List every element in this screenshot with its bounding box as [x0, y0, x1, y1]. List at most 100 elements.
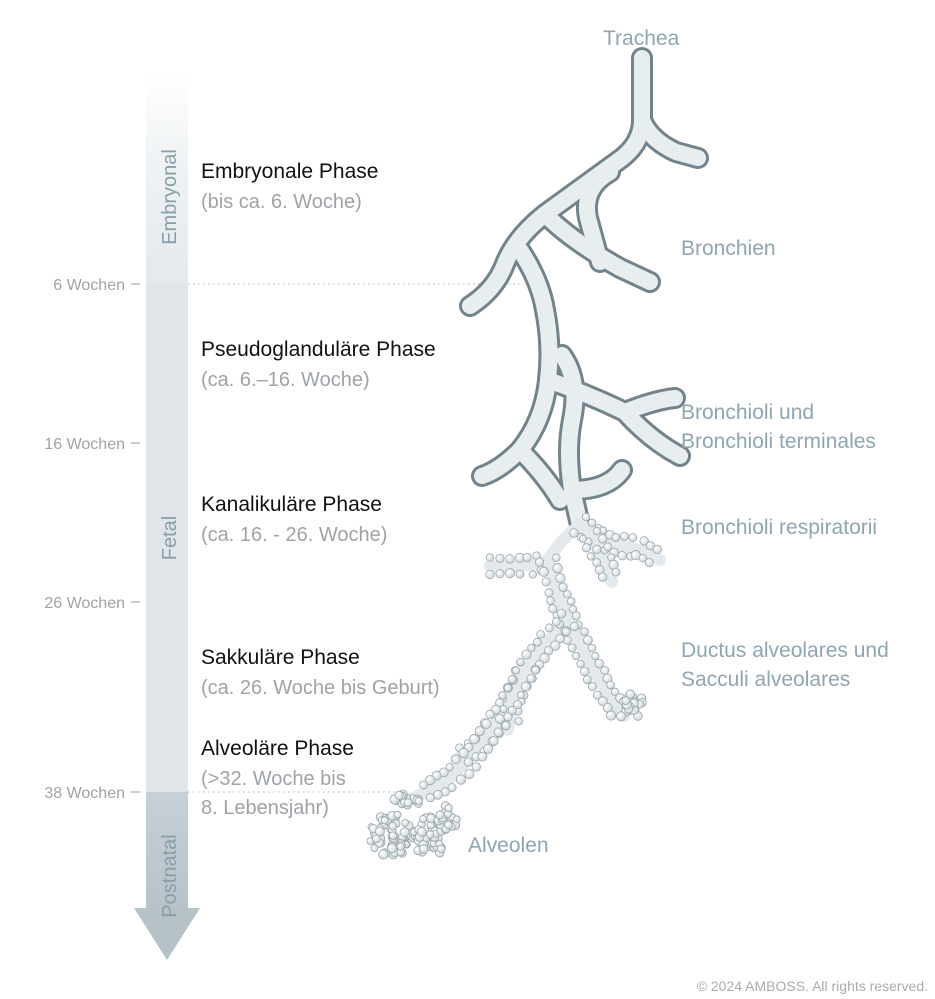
- alveolus-bubble: [625, 689, 636, 699]
- alveolus-bubble: [567, 643, 577, 653]
- phase-subtitle: 8. Lebensjahr): [201, 797, 329, 819]
- alveolus-bubble: [550, 640, 561, 651]
- alveolus-sac: [388, 831, 398, 840]
- embryonal-band: [146, 72, 188, 284]
- alveolus-sac: [419, 815, 428, 824]
- airway-tree: [404, 47, 709, 806]
- airway-fill: [462, 50, 706, 533]
- alveolus-bubble: [617, 550, 627, 561]
- phase-subtitle: (ca. 16. - 26. Woche): [201, 524, 387, 546]
- alveolus-bubble: [552, 563, 563, 574]
- alveolus-bubble: [464, 769, 475, 779]
- era-label-fetal: Fetal: [159, 516, 181, 560]
- alveolus-bubble: [498, 691, 507, 700]
- alveolus-bubble: [503, 683, 513, 693]
- alveolus-bubble: [544, 588, 554, 598]
- alveolus-sac: [372, 834, 381, 844]
- alveolus-bubble: [495, 553, 505, 563]
- alveolus-bubble: [592, 544, 602, 555]
- alveolus-bubble: [598, 572, 608, 582]
- era-label-postnatal: Postnatal: [159, 834, 181, 917]
- alveolus-bubble: [592, 527, 602, 536]
- alveolus-sac: [396, 842, 405, 851]
- copyright-notice: © 2024 AMBOSS. All rights reserved.: [697, 978, 928, 994]
- alveolus-bubble: [419, 780, 429, 790]
- alveolus-bubble: [555, 572, 566, 584]
- postnatal-band: [146, 792, 188, 910]
- alveolus-sac: [386, 843, 397, 854]
- alveolus-bubble: [605, 710, 617, 721]
- alveolus-bubble: [587, 681, 598, 692]
- alveolus-bubble: [611, 533, 621, 542]
- alveolus-bubble: [600, 665, 610, 675]
- alveolus-sac: [437, 844, 446, 854]
- alveolus-bubble: [526, 674, 536, 683]
- tick-label-6: 6 Wochen: [53, 277, 125, 294]
- alveolus-bubble: [505, 554, 515, 564]
- timeline-arrow: [134, 72, 200, 960]
- alveolus-bubble: [514, 717, 523, 726]
- alveolus-bubble: [447, 783, 457, 793]
- phase-subtitle: (bis ca. 6. Woche): [201, 191, 362, 213]
- alveolus-bubble: [528, 570, 537, 579]
- alveolus-bubble: [445, 763, 454, 772]
- alveolus-sac: [453, 815, 461, 823]
- alveolus-bubble: [580, 627, 589, 636]
- timeline-arrowhead: [134, 908, 200, 960]
- alveolus-bubble: [546, 596, 555, 606]
- alveolus-sac: [370, 844, 379, 853]
- alveolus-bubble: [469, 734, 480, 745]
- alveolus-sac: [401, 819, 410, 827]
- alveolus-bubble: [520, 681, 531, 692]
- structure-label: Ductus alveolares und: [681, 639, 889, 662]
- alveolus-bubble: [639, 536, 649, 546]
- alveolus-sac: [388, 821, 397, 831]
- alveolus-bubble: [463, 757, 474, 767]
- alveolus-sac: [380, 816, 389, 825]
- alveolus-bubble: [477, 751, 488, 762]
- structure-label: Sacculi alveolares: [681, 668, 850, 691]
- structure-respiratorii: Bronchioli respiratorii: [681, 516, 877, 539]
- phase-title: Kanalikuläre Phase: [201, 493, 382, 516]
- alveolus-bubble: [425, 775, 436, 786]
- tick-label-26: 26 Wochen: [44, 595, 125, 612]
- tick-label-38: 38 Wochen: [44, 785, 125, 802]
- alveolus-bubble: [638, 554, 648, 563]
- alveolus-bubble: [425, 793, 435, 803]
- alveolus-bubble: [606, 680, 615, 690]
- alveolus-bubble: [471, 762, 481, 772]
- tick-label-16: 16 Wochen: [44, 436, 125, 453]
- alveolus-sac: [444, 804, 453, 813]
- alveolus-bubble: [531, 665, 540, 675]
- structure-bronchioli: Bronchioli und Bronchioli terminales: [681, 401, 876, 453]
- alveolus-bubble: [563, 589, 572, 599]
- alveolus-bubble: [513, 700, 523, 710]
- alveolus-bubble: [539, 652, 550, 664]
- alveolus-bubble: [511, 666, 521, 675]
- structure-bronchien: Bronchien: [681, 237, 776, 260]
- structure-alveolen: Alveolen: [468, 834, 549, 857]
- structure-label: Trachea: [603, 27, 680, 50]
- phase-title: Embryonale Phase: [201, 160, 378, 183]
- alveolus-bubble: [620, 531, 629, 541]
- structure-label: Bronchioli respiratorii: [681, 516, 877, 539]
- alveolus-bubble: [521, 649, 532, 660]
- alveolus-bubble: [538, 566, 549, 577]
- alveolus-sac: [425, 830, 435, 839]
- phase-saccular: Sakkuläre Phase (ca. 26. Woche bis Gebur…: [201, 646, 440, 699]
- alveolus-bubble: [569, 528, 579, 538]
- phase-subtitle: (>32. Woche bis: [201, 768, 346, 790]
- alveolus-bubble: [652, 544, 662, 555]
- alveolus-bubble: [451, 754, 461, 765]
- alveolus-bubble: [592, 690, 602, 700]
- alveolus-bubble: [485, 569, 495, 580]
- alveolus-bubble: [495, 569, 505, 579]
- alveolus-bubble: [561, 627, 571, 637]
- alveolus-bubble: [582, 635, 593, 646]
- alveolus-bubble: [455, 774, 467, 785]
- alveolus-bubble: [628, 533, 638, 543]
- alveolus-bubble: [578, 534, 588, 543]
- alveolus-bubble: [536, 630, 546, 639]
- alveolus-bubble: [474, 726, 485, 737]
- alveolus-bubble: [591, 652, 600, 661]
